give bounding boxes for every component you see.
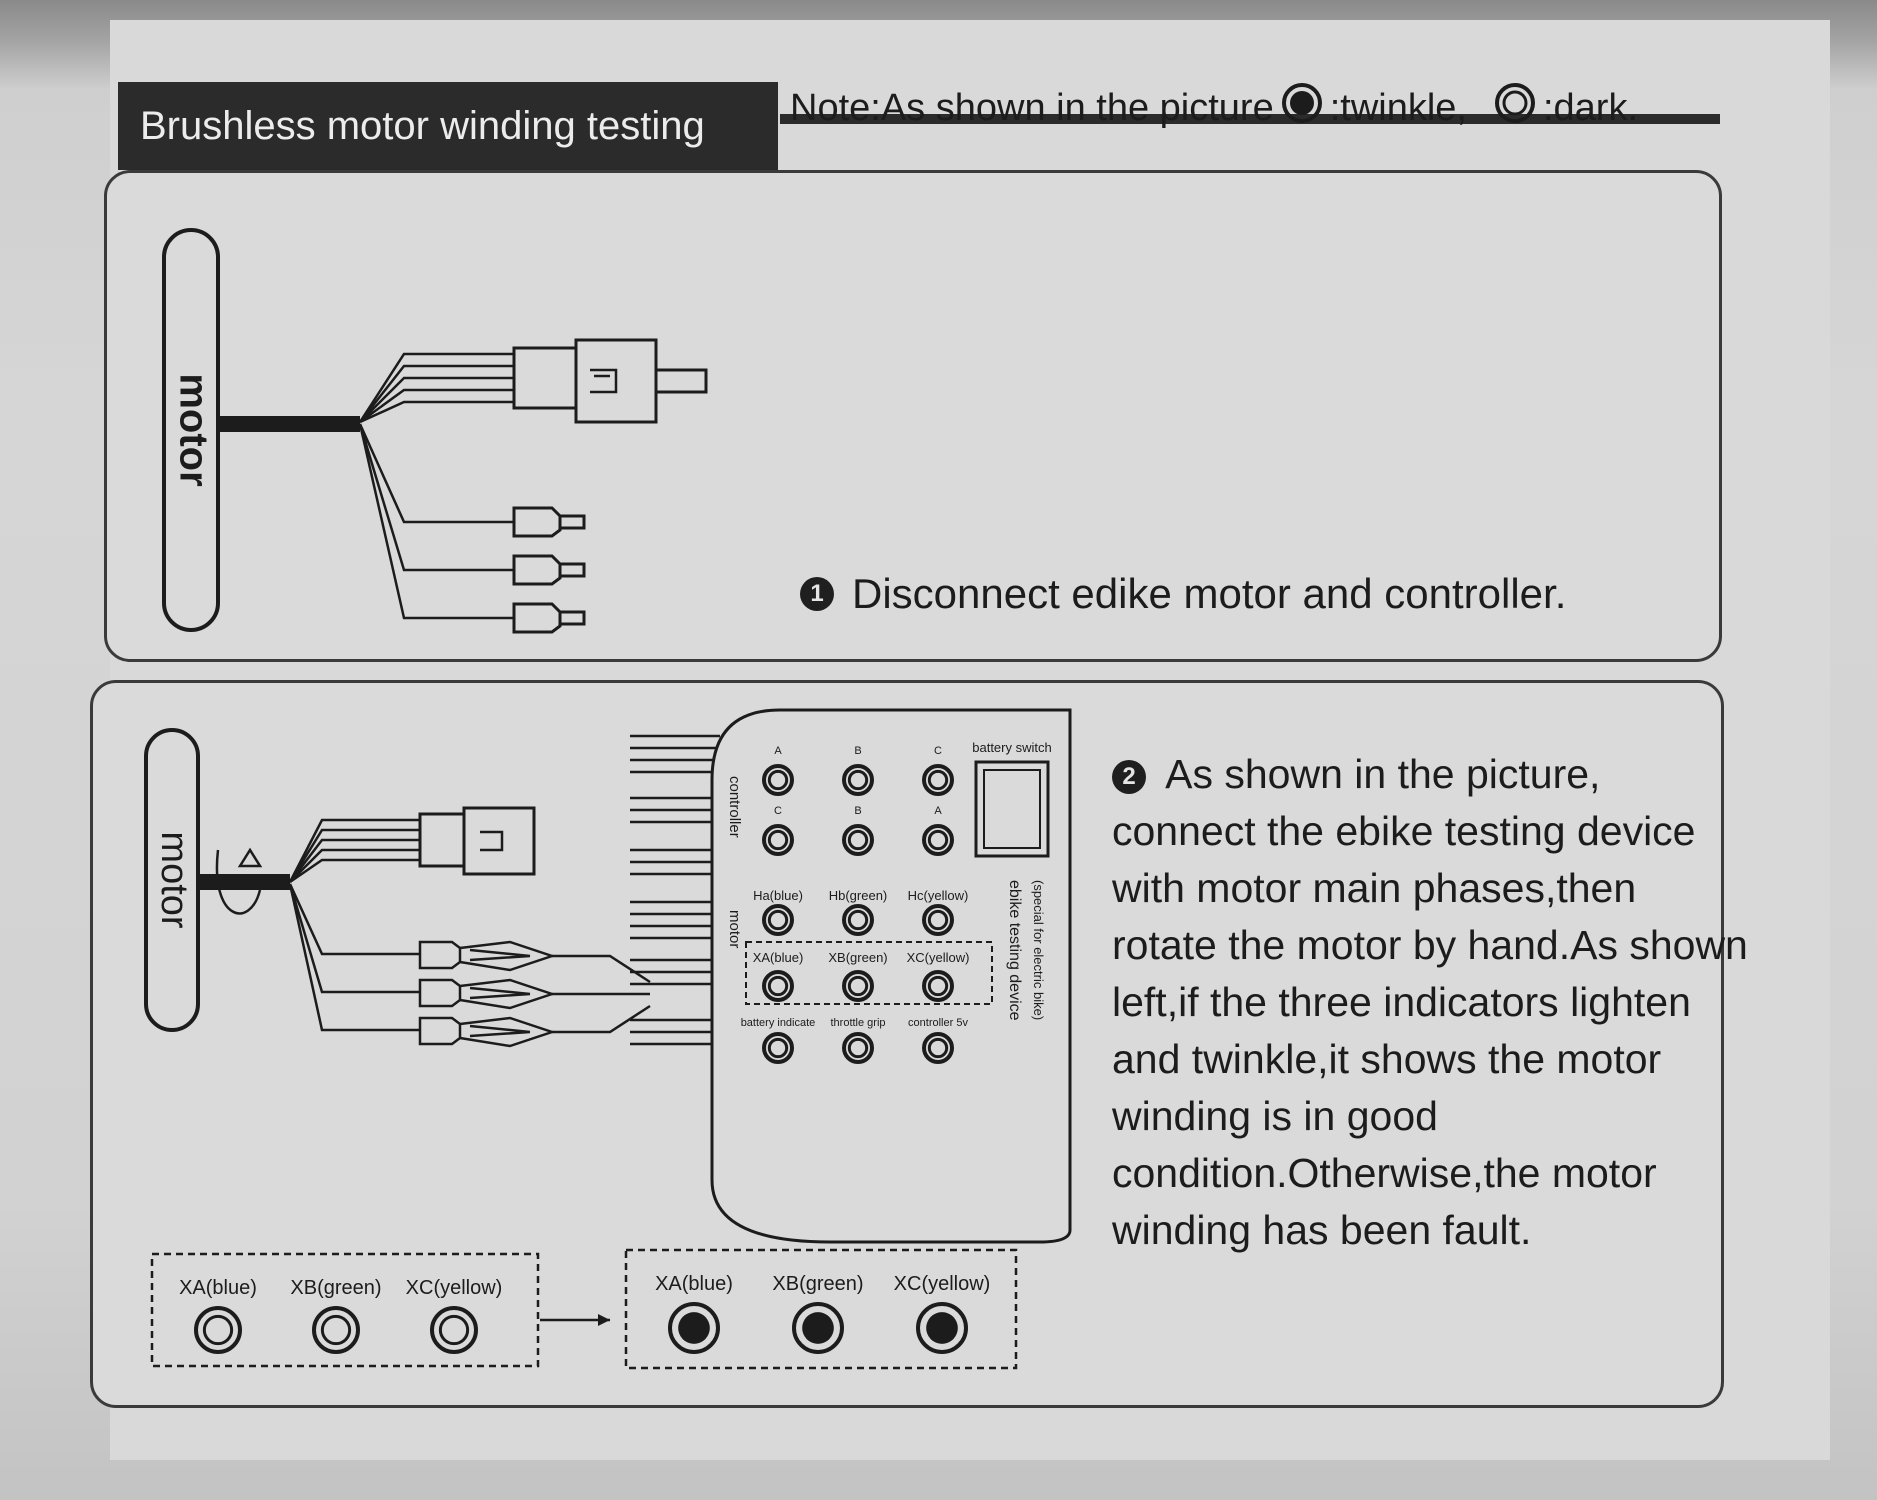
device-controller-c-b-a-label-2: A — [934, 805, 942, 817]
device-controller-c-b-a-port-1-icon — [842, 824, 874, 856]
device-controller-a-b-c-port-0-icon — [762, 764, 794, 796]
after-twinkle-indicator-0-icon — [668, 1302, 720, 1354]
rotation-arrow-icon — [215, 849, 262, 915]
device-status-label-0: battery indicate — [741, 1017, 816, 1029]
twinkle-indicator-icon — [1280, 81, 1324, 135]
note-prefix: Note:As shown in the picture — [790, 86, 1274, 129]
device-phase-port-2-icon — [922, 970, 954, 1002]
device-controller-c-b-a-label-0: C — [774, 805, 782, 817]
device-controller-a-b-c-port-2-icon — [922, 764, 954, 796]
motor-label-step2: motor — [153, 831, 195, 928]
after-twinkle-indicator-2-icon — [916, 1302, 968, 1354]
device-status-port-1-icon — [842, 1032, 874, 1064]
before-dark-indicator-2-icon — [430, 1306, 478, 1354]
special-note-label: (special for electric bike) — [1031, 880, 1046, 1020]
before-indicator-box — [150, 1252, 540, 1368]
step1-wiring-diagram: motor — [162, 228, 708, 634]
after-label-1: XB(green) — [772, 1273, 863, 1295]
after-twinkle-indicator-1-icon — [792, 1302, 844, 1354]
device-hall-port-1-icon — [842, 904, 874, 936]
device-hall-label-1: Hb(green) — [829, 888, 888, 903]
ebike-testing-device — [710, 708, 1072, 1244]
legend-note: Note:As shown in the picture :twinkle, :… — [790, 78, 1638, 138]
device-status-label-2: controller 5v — [908, 1017, 968, 1029]
device-controller-a-b-c-label-0: A — [774, 745, 782, 757]
note-twinkle: :twinkle, — [1329, 86, 1467, 129]
device-hall-port-2-icon — [922, 904, 954, 936]
alligator-clips — [459, 940, 651, 1048]
device-status-port-0-icon — [762, 1032, 794, 1064]
device-controller-c-b-a-label-1: B — [854, 805, 861, 817]
before-label-1: XB(green) — [290, 1277, 381, 1299]
before-dark-indicator-1-icon — [312, 1306, 360, 1354]
note-dark: :dark. — [1542, 86, 1639, 129]
device-status-port-2-icon — [922, 1032, 954, 1064]
step1-instruction: 1 Disconnect edike motor and controller. — [800, 570, 1566, 618]
device-hall-port-0-icon — [762, 904, 794, 936]
header: Brushless motor winding testing — [118, 78, 1718, 170]
motor-label-step1: motor — [171, 373, 215, 486]
device-phase-port-0-icon — [762, 970, 794, 1002]
step2-text: As shown in the picture, connect the ebi… — [1112, 751, 1748, 1253]
device-controller-c-b-a-port-2-icon — [922, 824, 954, 856]
step2-instruction: 2 As shown in the picture, connect the e… — [1112, 746, 1752, 1259]
phase-port-dashed-box — [745, 941, 993, 1005]
dark-indicator-icon — [1493, 81, 1537, 135]
device-status-label-1: throttle grip — [830, 1017, 885, 1029]
device-phase-port-1-icon — [842, 970, 874, 1002]
after-indicator-box — [624, 1248, 1018, 1370]
step1-text: Disconnect edike motor and controller. — [852, 570, 1567, 617]
device-phase-label-2: XC(yellow) — [907, 950, 970, 965]
before-label-0: XA(blue) — [179, 1277, 257, 1299]
step1-number-badge: 1 — [800, 577, 834, 611]
device-phase-label-1: XB(green) — [828, 950, 887, 965]
after-label-2: XC(yellow) — [894, 1273, 991, 1295]
battery-switch — [974, 760, 1050, 858]
device-controller-c-b-a-port-0-icon — [762, 824, 794, 856]
device-controller-a-b-c-label-1: B — [854, 745, 861, 757]
device-hall-label-0: Ha(blue) — [753, 888, 803, 903]
battery-switch-label: battery switch — [972, 740, 1051, 755]
device-hall-label-2: Hc(yellow) — [908, 888, 969, 903]
before-dark-indicator-0-icon — [194, 1306, 242, 1354]
device-controller-a-b-c-label-2: C — [934, 745, 942, 757]
step2-wiring-diagram: motor — [144, 708, 1072, 1370]
before-label-2: XC(yellow) — [406, 1277, 503, 1299]
motor-port-label: motor — [726, 910, 743, 948]
controller-label: controller — [726, 776, 743, 838]
device-controller-a-b-c-port-1-icon — [842, 764, 874, 796]
after-label-0: XA(blue) — [655, 1273, 733, 1295]
hall-connector-sleeve — [512, 346, 578, 410]
header-rule — [780, 114, 1720, 124]
section-title: Brushless motor winding testing — [118, 82, 778, 170]
phase-connectors — [512, 506, 586, 634]
step2-number-badge: 2 — [1112, 759, 1146, 794]
device-name-label: ebike testing device — [1006, 880, 1023, 1021]
main-cable — [218, 416, 360, 432]
device-phase-label-0: XA(blue) — [753, 950, 804, 965]
